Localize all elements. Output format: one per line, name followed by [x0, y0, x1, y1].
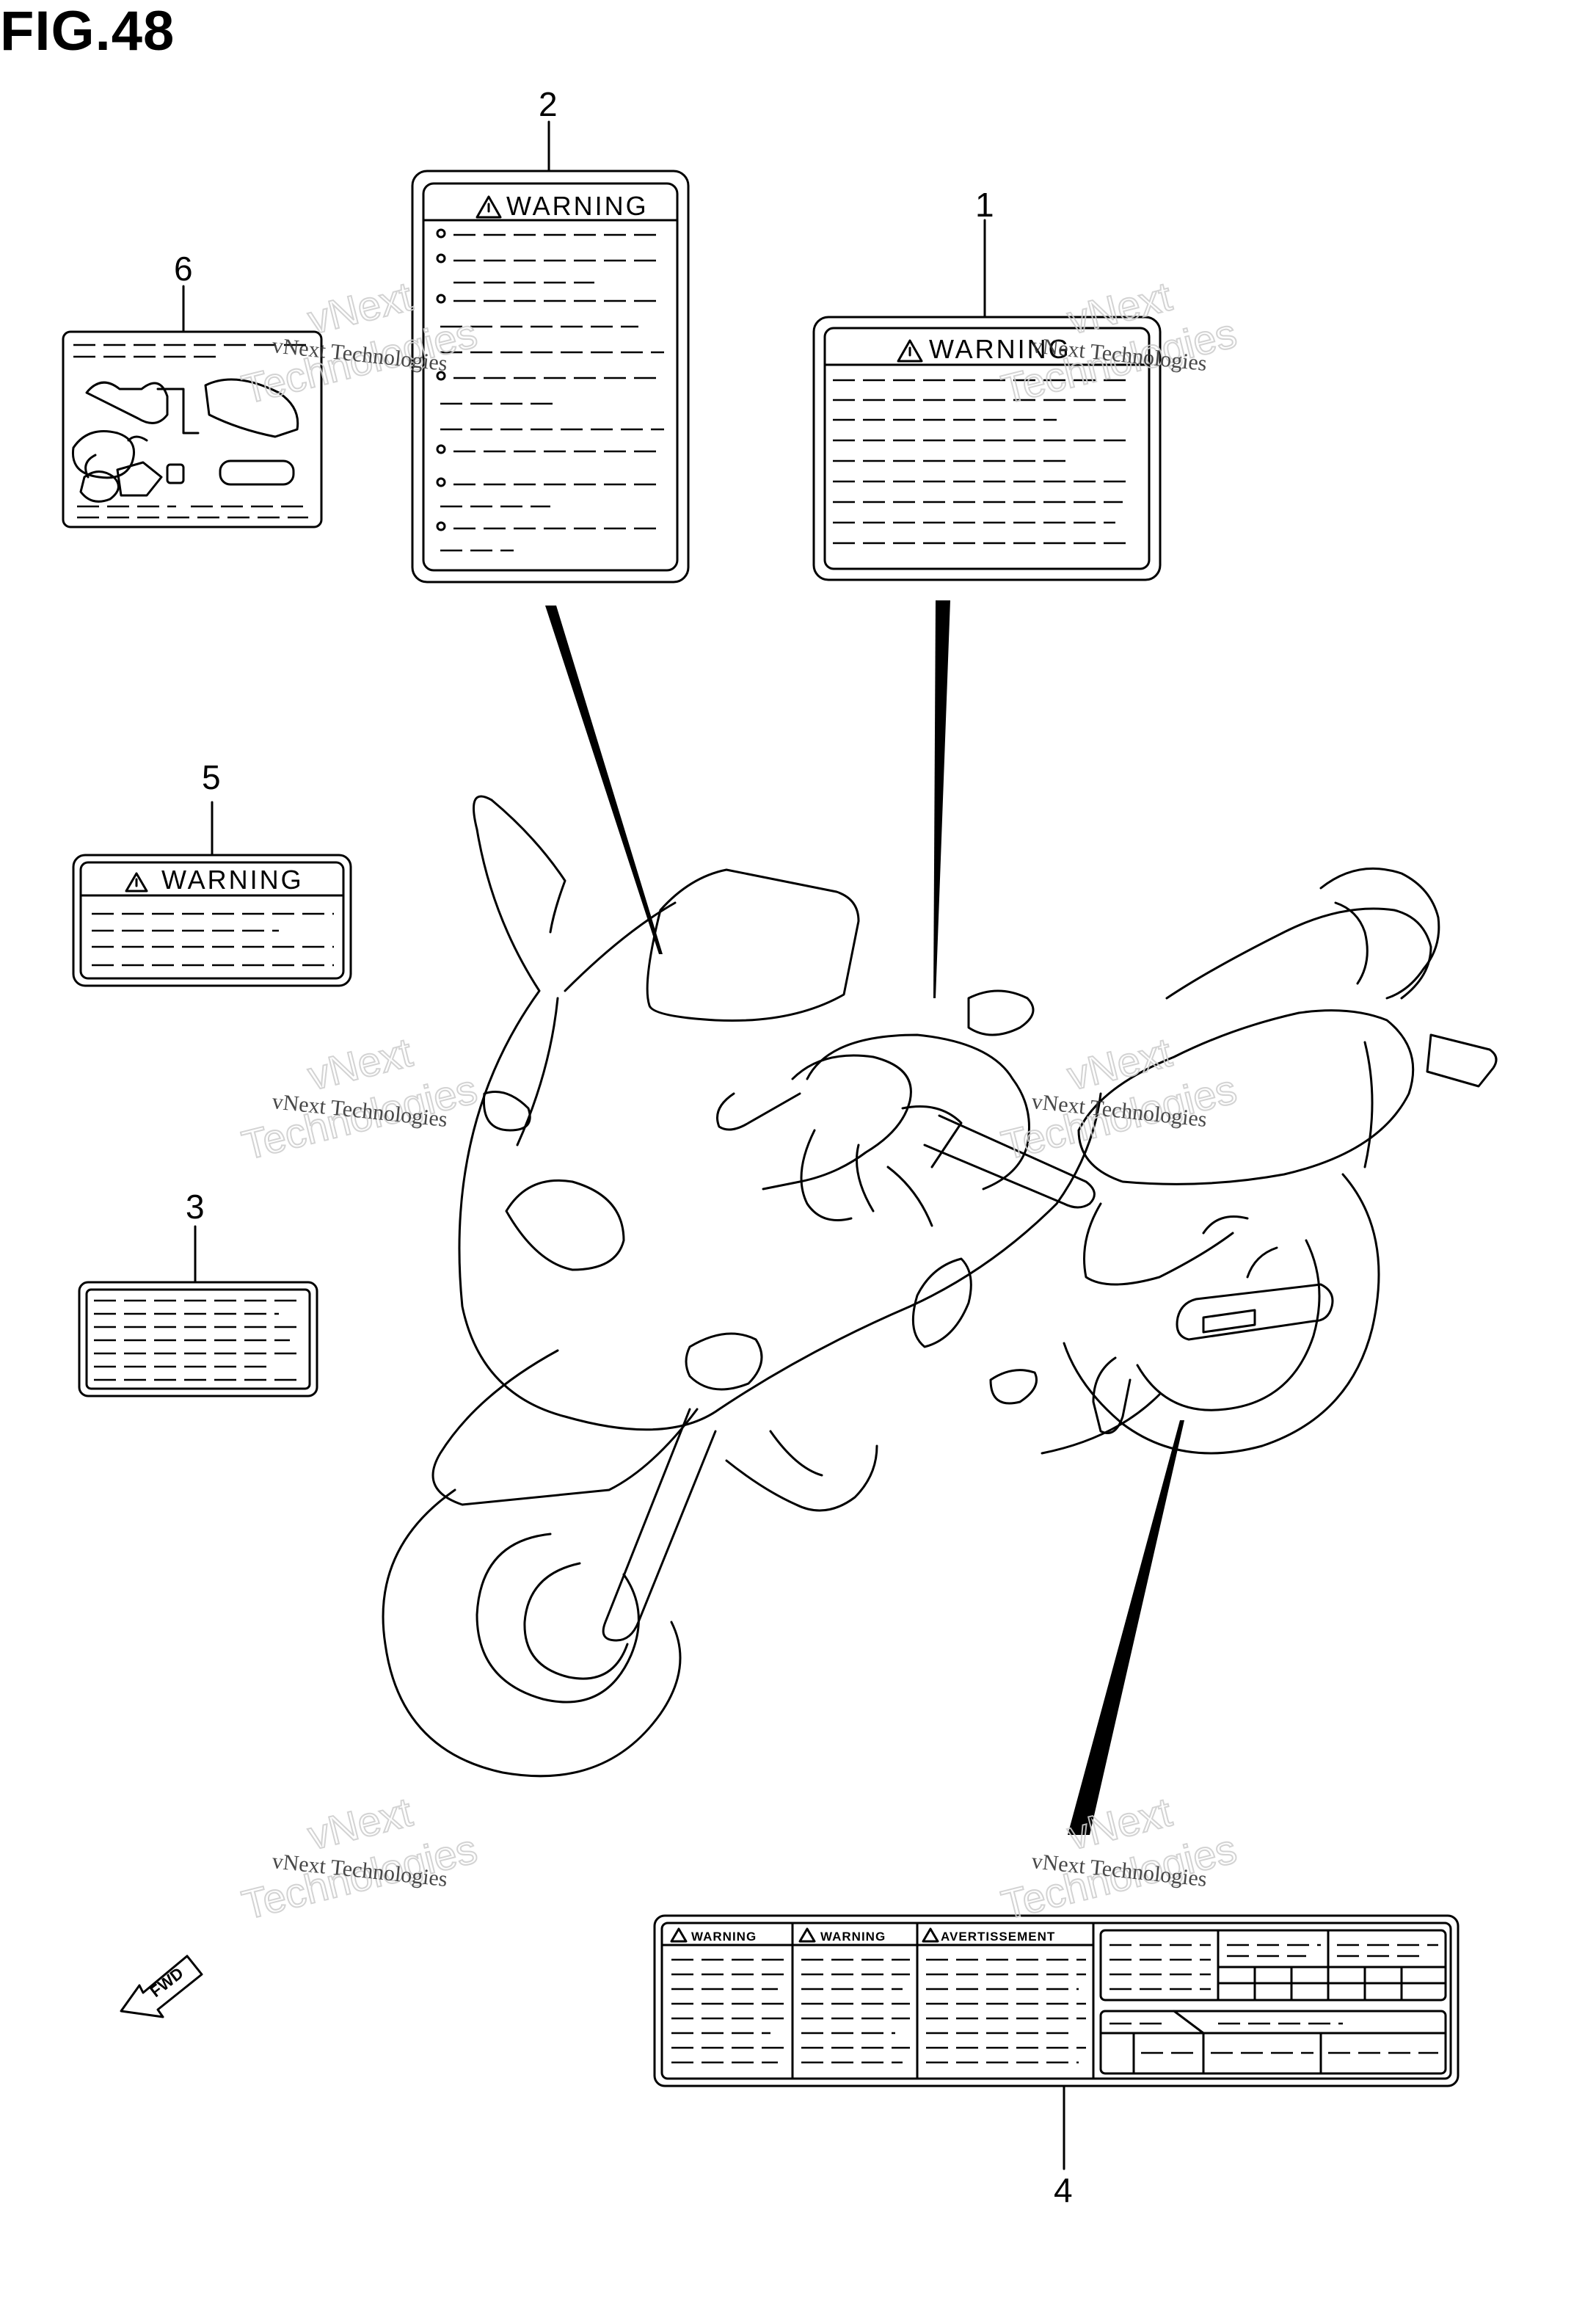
callout-5: 5	[202, 758, 221, 796]
warning-triangle-icon	[125, 872, 148, 893]
label-1-warning: WARNING 1	[812, 186, 1162, 581]
warning-triangle-icon	[897, 339, 923, 363]
watermarks: vNext Technologies vNext Technologies vN…	[237, 272, 1242, 1929]
label-4-warning-alt: WARNING	[820, 1930, 886, 1944]
warning-triangle-icon	[475, 195, 502, 219]
label-5-warning-text: WARNING	[161, 865, 304, 895]
motorcycle-drawing	[382, 795, 1498, 1778]
label-4-avertissement: AVERTISSEMENT	[941, 1930, 1055, 1944]
label-2-warning-tall: WARNING 2	[411, 85, 690, 584]
warning-triangle-icon	[922, 1927, 939, 1943]
warning-triangle-icon	[798, 1927, 816, 1943]
leader-lines	[545, 600, 1184, 1835]
engine-schematic-icon	[71, 378, 299, 503]
label-5-warning: WARNING 5	[72, 758, 352, 987]
label-4-multilingual: WARNING WARNING AVERTISSEMENT	[653, 1914, 1460, 2209]
figure-title: FIG.48	[0, 0, 175, 62]
callout-2: 2	[539, 85, 558, 123]
callout-1: 1	[975, 186, 994, 224]
callout-3: 3	[186, 1188, 205, 1226]
callout-4: 4	[1054, 2171, 1073, 2209]
label-1-warning-text: WARNING	[929, 334, 1071, 364]
label-6-schematic: 6	[62, 250, 323, 528]
callout-6: 6	[174, 250, 193, 288]
warning-triangle-icon	[670, 1927, 688, 1943]
label-1-text-lines	[833, 379, 1134, 545]
label-2-warning-text: WARNING	[506, 191, 649, 221]
fwd-label: FWD	[147, 1963, 187, 2001]
forward-arrow-icon: FWD	[120, 1955, 203, 2018]
label-3: 3	[78, 1188, 318, 1397]
label-4-warning-en: WARNING	[691, 1930, 757, 1944]
label-2-text-lines	[436, 228, 664, 552]
label-4-text-lines	[671, 1958, 1086, 2064]
